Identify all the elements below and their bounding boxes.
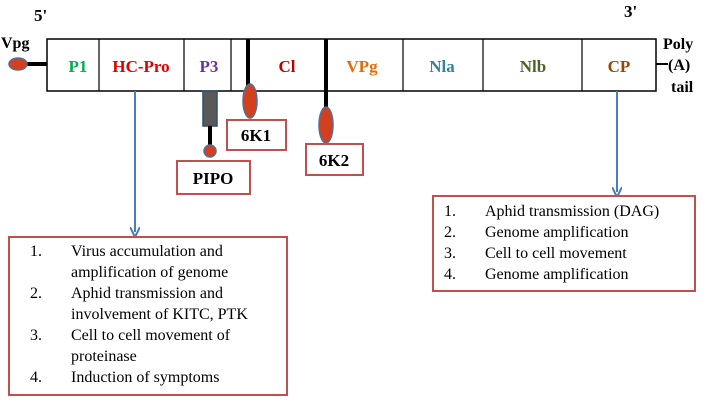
cp-functions-list: 1.Aphid transmission (DAG) 2.Genome ampl… <box>444 201 688 285</box>
segment-nib: Nlb <box>520 57 546 76</box>
p3-bar <box>202 90 218 127</box>
poly-a-line3: tail <box>671 79 694 96</box>
segment-p1: P1 <box>69 57 88 76</box>
list-item: 2.Aphid transmission and involvement of … <box>30 285 248 323</box>
poly-a-line2: (A) <box>668 57 690 74</box>
six-k1-box <box>226 119 287 151</box>
poly-a-tail: Poly (A) tail <box>663 36 694 96</box>
six-k1-oval <box>242 83 258 119</box>
pipo-box <box>176 160 251 195</box>
segment-labels: P1 HC-Pro P3 Cl VPg Nla Nlb CP <box>69 57 631 76</box>
segment-cp: CP <box>608 57 631 76</box>
segment-hc-pro: HC-Pro <box>112 57 169 76</box>
cp-functions-box: 1.Aphid transmission (DAG) 2.Genome ampl… <box>432 195 696 292</box>
vpg-left-label: Vpg <box>1 35 29 52</box>
list-item: 3.Cell to cell movement <box>444 245 627 262</box>
segment-nia: Nla <box>429 57 455 76</box>
six-k2-box <box>305 143 364 176</box>
hc-pro-functions-box: 1.Virus accumulation and amplification o… <box>8 236 288 396</box>
six-k2-label: 6K2 <box>319 151 349 170</box>
six-k2-oval <box>318 106 334 144</box>
six-k1-label: 6K1 <box>241 126 271 145</box>
segment-vpg: VPg <box>346 57 378 76</box>
list-item: 4.Induction of symptoms <box>30 369 220 386</box>
vpg-oval <box>8 57 28 71</box>
hc-pro-functions-list: 1.Virus accumulation and amplification o… <box>30 241 278 388</box>
segment-ci: Cl <box>279 57 296 76</box>
list-item: 3.Cell to cell movement of proteinase <box>30 327 231 365</box>
list-item: 1.Aphid transmission (DAG) <box>444 203 660 220</box>
segment-p3: P3 <box>200 57 219 76</box>
three-prime-label: 3' <box>624 2 637 21</box>
list-item: 2.Genome amplification <box>444 224 629 241</box>
list-item: 4.Genome amplification <box>444 266 629 283</box>
poly-a-line1: Poly <box>663 36 693 53</box>
pipo-oval <box>203 144 217 158</box>
list-item: 1.Virus accumulation and amplification o… <box>30 243 229 281</box>
pipo-label: PIPO <box>193 169 234 188</box>
five-prime-label: 5' <box>34 6 47 25</box>
